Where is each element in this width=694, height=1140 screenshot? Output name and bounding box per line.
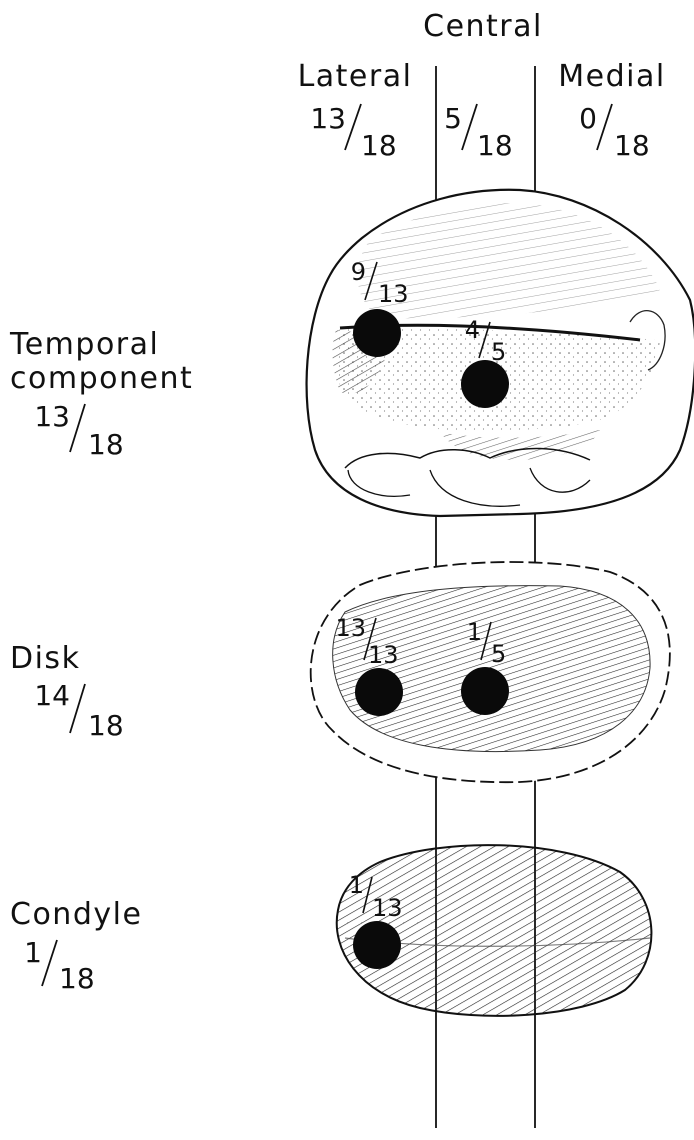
svg-text:5: 5 [491,640,506,668]
column-headers: Central Lateral Medial 13 18 5 18 0 18 [298,9,666,162]
medial-fraction: 0 18 [579,102,649,162]
central-header: Central [423,9,543,44]
svg-text:18: 18 [88,428,124,461]
svg-text:18: 18 [477,129,513,162]
central-fraction: 5 18 [444,102,512,162]
svg-text:1: 1 [349,871,364,899]
temporal-label-line2: component [10,361,193,396]
svg-text:13: 13 [34,400,70,433]
svg-text:13: 13 [310,102,346,135]
svg-text:18: 18 [59,962,95,995]
svg-text:13: 13 [368,641,399,669]
temporal-label-line1: Temporal [9,327,159,362]
svg-text:18: 18 [361,129,397,162]
disk-label: Disk [10,641,80,676]
lateral-header: Lateral [298,59,413,94]
svg-text:1: 1 [467,618,482,646]
disk-fraction: 14 18 [34,679,123,742]
svg-text:14: 14 [34,679,70,712]
svg-text:1: 1 [24,936,42,969]
medial-header: Medial [558,59,665,94]
temporal-fraction: 13 18 [34,400,123,461]
svg-text:9: 9 [351,258,366,286]
row-labels: Temporal component 13 18 Disk 14 18 Cond… [9,327,193,995]
svg-text:0: 0 [579,102,597,135]
svg-text:18: 18 [614,129,650,162]
condyle-fraction: 1 18 [24,936,94,995]
svg-text:5: 5 [444,102,462,135]
svg-text:13: 13 [372,894,403,922]
svg-text:4: 4 [465,316,480,344]
lateral-fraction: 13 18 [310,102,396,162]
svg-text:13: 13 [335,614,366,642]
condyle-label: Condyle [10,897,142,932]
svg-text:13: 13 [378,280,409,308]
svg-text:18: 18 [88,709,124,742]
